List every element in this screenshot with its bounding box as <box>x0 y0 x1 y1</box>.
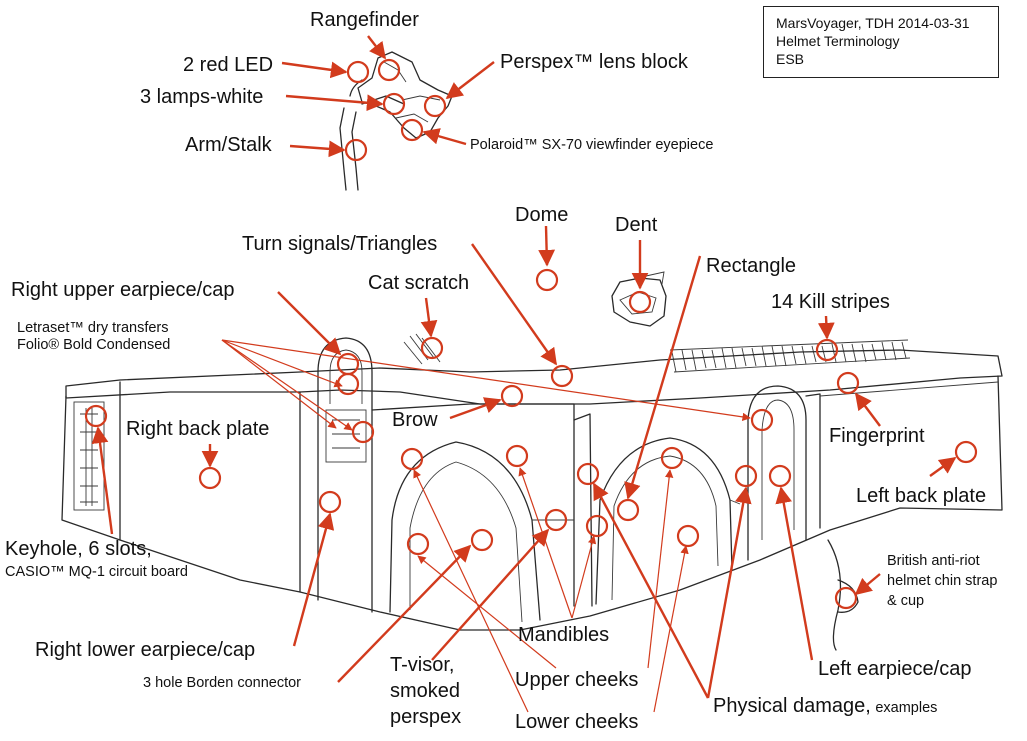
label-chin-strap-line-2: helmet chin strap <box>887 573 998 589</box>
label-right-back-plate: Right back plate <box>126 418 270 440</box>
kill-stripes <box>669 339 911 373</box>
label-keyhole-line-2: CASIO™ MQ-1 circuit board <box>5 564 188 580</box>
label-cat-scratch: Cat scratch <box>368 272 470 294</box>
helmet-outline <box>61 337 1003 651</box>
label-viewfinder: Polaroid™ SX-70 viewfinder eyepiece <box>470 137 714 153</box>
label-brow: Brow <box>392 409 438 431</box>
note-line-2: Helmet Terminology <box>776 33 900 49</box>
label-dent: Dent <box>615 214 658 236</box>
label-borden-connector: 3 hole Borden connector <box>143 675 301 691</box>
label-keyhole: Keyhole, 6 slots, CASIO™ MQ-1 circuit bo… <box>5 538 188 581</box>
label-tvisor: T-visor, smoked perspex <box>390 652 461 730</box>
label-turn-signals: Turn signals/Triangles <box>242 233 438 255</box>
label-right-upper-earpiece: Right upper earpiece/cap <box>11 279 235 301</box>
label-letraset: Letraset™ dry transfers Folio® Bold Cond… <box>17 320 170 353</box>
label-upper-cheeks: Upper cheeks <box>515 669 639 691</box>
label-arm-stalk: Arm/Stalk <box>185 134 272 156</box>
label-physical-damage-main: Physical damage, <box>713 695 871 717</box>
label-mandibles: Mandibles <box>518 624 610 646</box>
label-physical-damage-examples: examples <box>875 700 938 716</box>
label-red-led: 2 red LED <box>183 54 274 76</box>
label-letraset-line-2: Folio® Bold Condensed <box>17 336 171 353</box>
label-perspex-lens: Perspex™ lens block <box>500 51 688 73</box>
label-lamps-white: 3 lamps-white <box>140 86 264 108</box>
label-tvisor-line-2: smoked <box>390 680 461 702</box>
label-fingerprint: Fingerprint <box>829 425 925 447</box>
label-tvisor-line-3: perspex <box>390 706 462 728</box>
rangefinder-sketch <box>339 51 453 191</box>
label-physical-damage: Physical damage, examples <box>713 695 937 718</box>
label-chin-strap: British anti-riot helmet chin strap & cu… <box>887 551 997 611</box>
label-tvisor-line-1: T-visor, <box>390 654 455 676</box>
label-dome: Dome <box>515 204 569 226</box>
leader-lines <box>91 35 957 713</box>
label-keyhole-line-1: Keyhole, 6 slots, <box>5 538 152 560</box>
annotation-markers <box>84 58 978 610</box>
note-line-3: ESB <box>776 51 805 67</box>
label-chin-strap-line-3: & cup <box>887 593 925 609</box>
label-left-earpiece: Left earpiece/cap <box>818 658 972 680</box>
label-right-lower-earpiece: Right lower earpiece/cap <box>35 639 256 661</box>
label-chin-strap-line-1: British anti-riot <box>887 553 980 569</box>
label-lower-cheeks: Lower cheeks <box>515 711 639 733</box>
label-left-back-plate: Left back plate <box>856 485 987 507</box>
note-line-1: MarsVoyager, TDH 2014-03-31 <box>776 15 970 31</box>
title-note-box: MarsVoyager, TDH 2014-03-31 Helmet Termi… <box>763 6 999 78</box>
label-rectangle: Rectangle <box>706 255 797 277</box>
label-letraset-line-1: Letraset™ dry transfers <box>17 320 169 336</box>
label-kill-stripes: 14 Kill stripes <box>771 291 890 313</box>
label-rangefinder: Rangefinder <box>310 9 419 31</box>
